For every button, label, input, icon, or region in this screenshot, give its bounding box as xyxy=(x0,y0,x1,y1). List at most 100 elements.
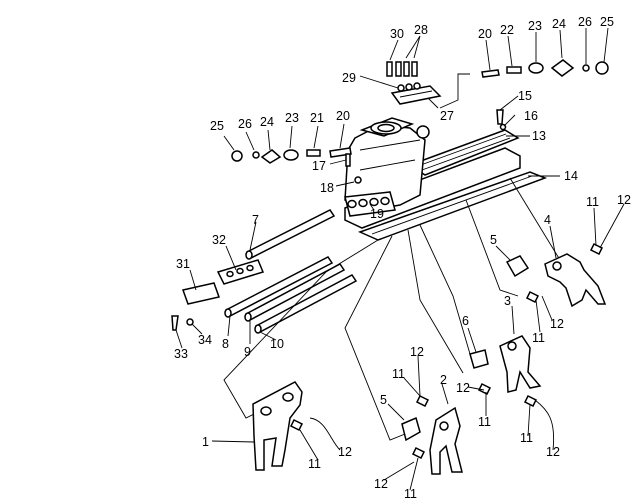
pad-5-left xyxy=(401,416,421,442)
callout-11d: 11 xyxy=(478,415,491,429)
screw-11-pad xyxy=(415,394,430,408)
callout-12g: 12 xyxy=(617,193,631,207)
bolts-and-plugs xyxy=(345,109,507,184)
plate-24b xyxy=(550,59,575,77)
callout-24b: 24 xyxy=(552,17,566,31)
plug-25b xyxy=(595,61,609,75)
callout-11f: 11 xyxy=(532,331,545,345)
callout-33: 33 xyxy=(174,347,188,361)
callout-31: 31 xyxy=(176,257,190,271)
callout-11c: 11 xyxy=(404,487,417,501)
callout-5-left: 5 xyxy=(380,393,387,407)
screw-11-fork3 xyxy=(523,394,538,408)
callout-7: 7 xyxy=(252,213,259,227)
callout-22: 22 xyxy=(500,23,514,37)
callout-12a: 12 xyxy=(338,445,352,459)
assembly-lines xyxy=(223,73,561,441)
plug-18 xyxy=(354,176,362,184)
case-lug xyxy=(416,125,430,139)
shift-case-housing xyxy=(344,85,548,241)
callout-15: 15 xyxy=(518,89,532,103)
callout-11a: 11 xyxy=(308,457,321,471)
callout-9: 9 xyxy=(244,345,251,359)
callout-26b: 26 xyxy=(578,15,592,29)
callout-12b: 12 xyxy=(410,345,424,359)
callout-17: 17 xyxy=(312,159,326,173)
callout-16: 16 xyxy=(524,109,538,123)
spring-28b xyxy=(403,61,410,77)
callout-21: 21 xyxy=(310,111,324,125)
left-plug-assembly xyxy=(231,147,352,164)
spring-22 xyxy=(506,66,522,74)
pad-6 xyxy=(469,349,489,369)
ball-29b xyxy=(405,83,413,91)
bolt-17 xyxy=(345,153,351,167)
plunger-20b xyxy=(481,69,500,78)
rod-7 xyxy=(245,209,336,259)
ball-29a xyxy=(397,84,405,92)
plate-24a xyxy=(260,149,282,164)
callout-11b: 11 xyxy=(392,367,405,381)
callout-numbers: 1 2 3 4 5 5 6 7 8 9 10 11 11 11 11 11 11… xyxy=(174,15,631,501)
callout-28: 28 xyxy=(414,23,428,37)
screw-11-fork1 xyxy=(289,418,304,432)
callout-4: 4 xyxy=(544,213,551,227)
callout-23b: 23 xyxy=(528,19,542,33)
screw-11-fork3b xyxy=(525,290,540,304)
callout-1: 1 xyxy=(202,435,209,449)
callout-13: 13 xyxy=(532,129,546,143)
spring-group xyxy=(386,61,421,92)
screw-11-fork4 xyxy=(589,242,604,256)
callout-11g: 11 xyxy=(586,195,599,209)
washer-26a xyxy=(252,151,260,159)
shift-fork-2 xyxy=(429,406,463,475)
pad-5-right xyxy=(505,255,530,278)
callout-12e: 12 xyxy=(546,445,560,459)
washer-26b xyxy=(582,64,590,72)
bolt-15 xyxy=(496,109,504,125)
lock-screws xyxy=(289,242,604,460)
callout-3: 3 xyxy=(504,294,511,308)
callout-6: 6 xyxy=(462,314,469,328)
callout-25a: 25 xyxy=(210,119,224,133)
ball-29c xyxy=(413,82,421,90)
shift-fork-4 xyxy=(544,253,607,308)
callout-12c: 12 xyxy=(374,477,388,491)
callout-2: 2 xyxy=(440,373,447,387)
callout-19: 19 xyxy=(370,207,384,221)
callout-10: 10 xyxy=(270,337,284,351)
washer-34 xyxy=(186,318,194,326)
spring-21 xyxy=(306,149,321,157)
callout-8: 8 xyxy=(222,337,229,351)
plug-25a xyxy=(231,150,243,162)
callout-34: 34 xyxy=(198,333,212,347)
fork-pads xyxy=(401,255,530,442)
screw-11-fork2b xyxy=(477,382,492,396)
callout-14: 14 xyxy=(564,169,578,183)
screw-33 xyxy=(171,315,179,331)
spring-28c xyxy=(411,61,418,77)
callout-18: 18 xyxy=(320,181,334,195)
callout-30: 30 xyxy=(390,27,404,41)
callout-20b: 20 xyxy=(478,27,492,41)
callout-32: 32 xyxy=(212,233,226,247)
leader-lines xyxy=(175,27,625,491)
pin-31 xyxy=(182,282,220,305)
interlock-parts xyxy=(171,259,265,331)
washer-23a xyxy=(283,149,299,161)
shift-fork-3 xyxy=(499,335,542,393)
callout-11e: 11 xyxy=(520,431,533,445)
callout-26a: 26 xyxy=(238,117,252,131)
gasket-plate xyxy=(357,171,548,241)
spring-30 xyxy=(386,61,393,77)
callout-24a: 24 xyxy=(260,115,274,129)
callout-29: 29 xyxy=(342,71,356,85)
callout-5-right: 5 xyxy=(490,233,497,247)
shift-rods xyxy=(224,209,358,334)
callout-12f: 12 xyxy=(550,317,564,331)
callout-12d: 12 xyxy=(456,381,470,395)
callout-27: 27 xyxy=(440,109,454,123)
spring-28a xyxy=(395,61,402,77)
